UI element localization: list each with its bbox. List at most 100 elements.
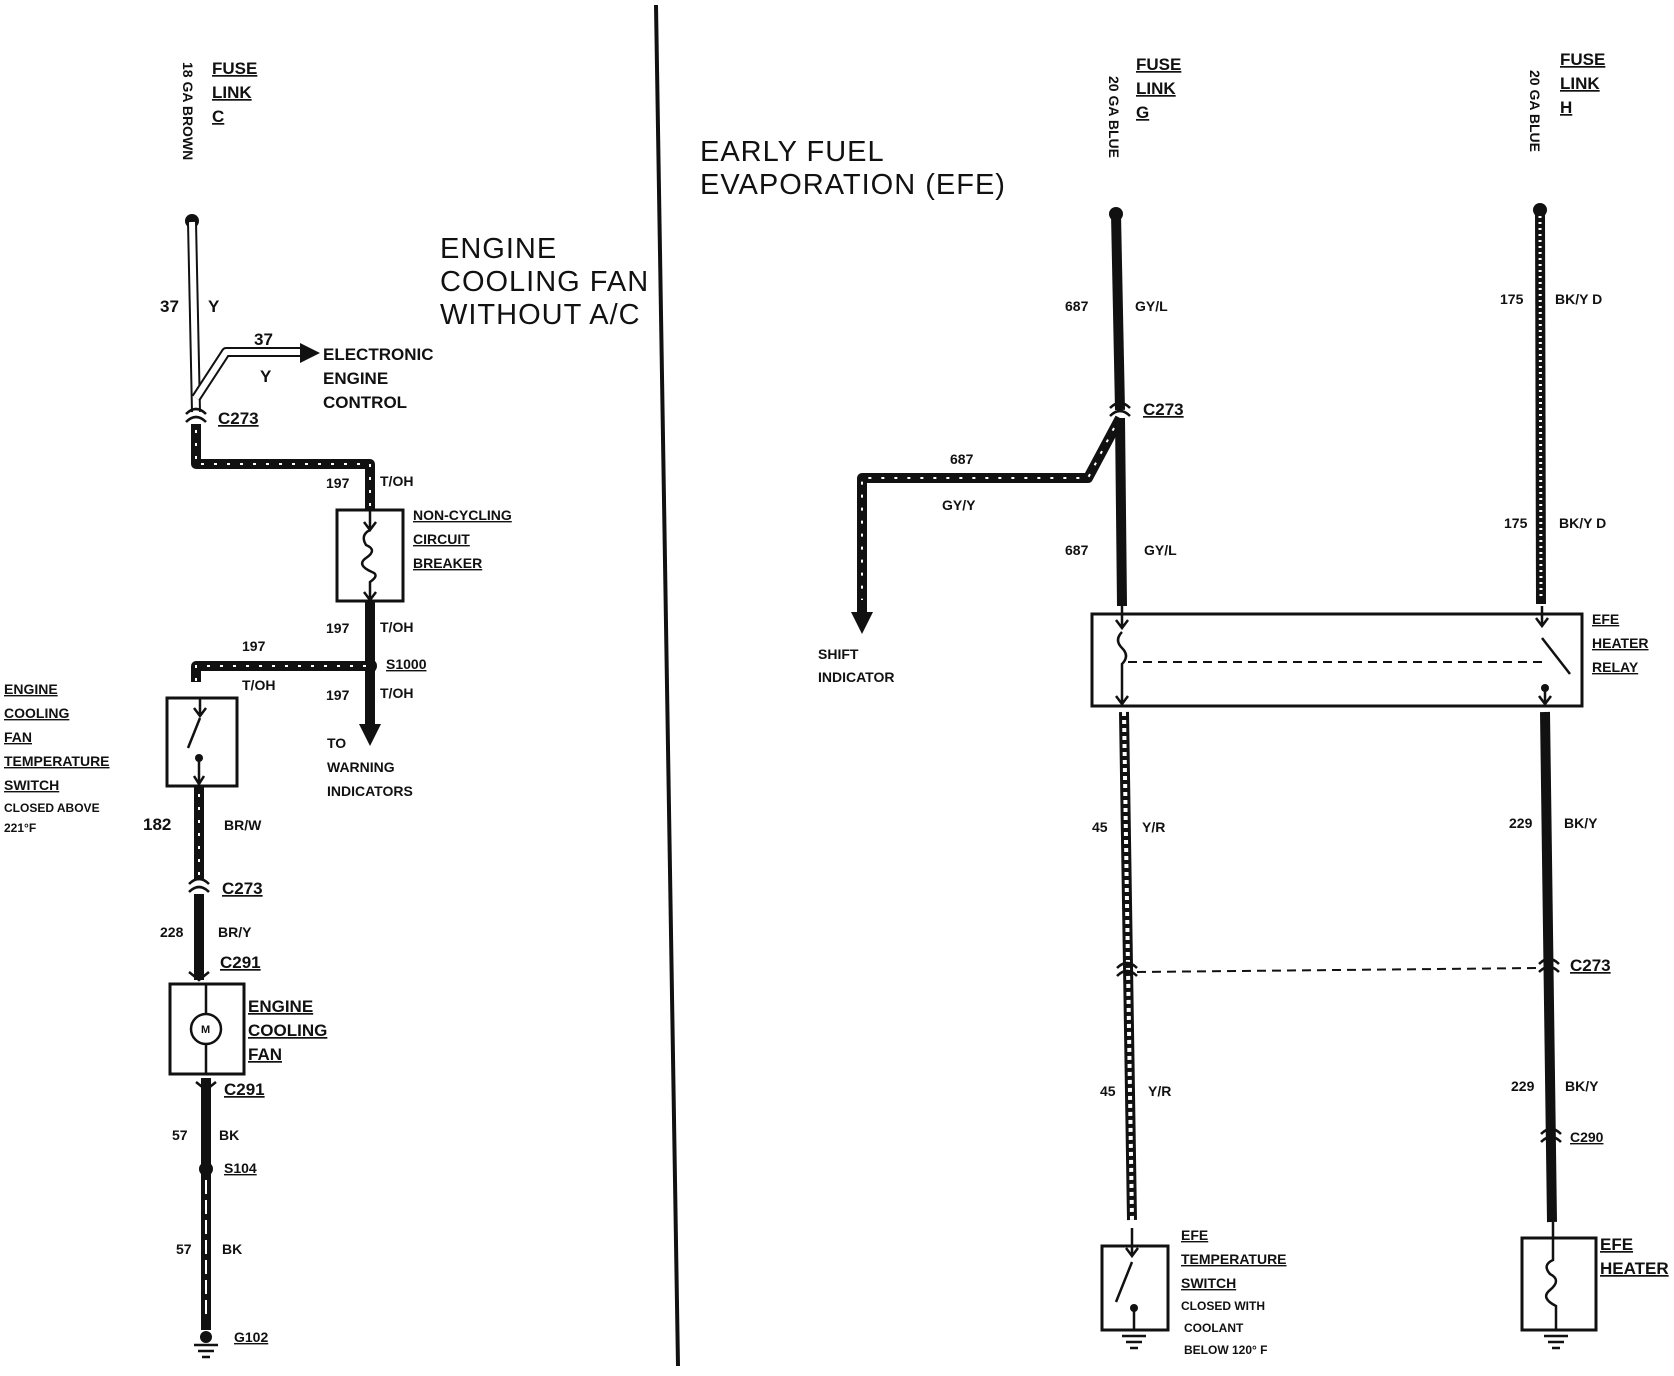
efe-heater-label-2: HEATER: [1600, 1259, 1669, 1278]
efe-c273-right-label: C273: [1570, 956, 1611, 975]
wire-229-bottom-color: BK/Y: [1565, 1078, 1599, 1094]
efe-switch-note-3: BELOW 120° F: [1184, 1343, 1267, 1357]
wire-229-bottom-number: 229: [1511, 1078, 1535, 1094]
wire-197-mid-number: 197: [326, 620, 350, 636]
wire-37-number: 37: [160, 297, 179, 316]
efe-heater-label-1: EFE: [1600, 1235, 1633, 1254]
warning-label-3: INDICATORS: [327, 783, 413, 799]
wire-228-color: BR/Y: [218, 924, 252, 940]
s104-label: S104: [224, 1160, 257, 1176]
wire-687-lower: [1115, 417, 1127, 607]
branch-37-color: Y: [260, 367, 272, 386]
wire-229-top-color: BK/Y: [1564, 815, 1598, 831]
relay-label-2: HEATER: [1592, 635, 1649, 651]
warning-label-2: WARNING: [327, 759, 395, 775]
efe-switch-label-3: SWITCH: [1181, 1275, 1236, 1291]
relay-label-1: EFE: [1592, 611, 1619, 627]
temp-switch-label-3: FAN: [4, 729, 32, 745]
temp-switch-note-2: 221°F: [4, 821, 36, 835]
wire-45-bottom-color: Y/R: [1148, 1083, 1171, 1099]
temp-switch-note-1: CLOSED ABOVE: [4, 801, 100, 815]
efe-switch-label-1: EFE: [1181, 1227, 1208, 1243]
arrow-to-shift: [851, 612, 873, 634]
efe-heater-box: [1520, 1236, 1598, 1332]
efe-heater-ground: [1544, 1334, 1568, 1350]
g102-label: G102: [234, 1329, 268, 1345]
fuse-g-gauge: 20 GA BLUE: [1106, 76, 1122, 158]
wire-197-top: [191, 424, 375, 518]
wire-197-top-number: 197: [326, 475, 350, 491]
efe-heater-relay-box: [1090, 612, 1584, 708]
wire-687-lower-color: GY/L: [1144, 542, 1177, 558]
branch-37-number: 37: [254, 330, 273, 349]
wire-175-bottom-number: 175: [1504, 515, 1528, 531]
wire-229-top-number: 229: [1509, 815, 1533, 831]
efe-switch-note-2: COOLANT: [1184, 1321, 1244, 1335]
fuse-g-label-3: G: [1136, 103, 1149, 122]
wire-57-bottom-number: 57: [176, 1241, 192, 1257]
breaker-label-3: BREAKER: [413, 555, 482, 571]
breaker-label-2: CIRCUIT: [413, 531, 470, 547]
fuse-h-label-2: LINK: [1560, 74, 1600, 93]
ground-g102: [194, 1343, 218, 1359]
relay-label-3: RELAY: [1592, 659, 1639, 675]
connector-efe-c273-top: [1109, 401, 1131, 417]
eec-label-3: CONTROL: [323, 393, 407, 412]
fuse-c-gauge: 18 GA BROWN: [180, 62, 196, 160]
wire-687-branch: [857, 415, 1125, 616]
efe-section: EARLY FUEL EVAPORATION (EFE) 20 GA BLUE …: [700, 50, 1669, 1357]
wire-197-left-color: T/OH: [242, 677, 275, 693]
temp-switch-symbol: [186, 698, 207, 787]
wire-687-top: [1111, 213, 1125, 411]
arrow-to-warning: [359, 724, 381, 746]
efe-title-2: EVAPORATION (EFE): [700, 169, 1006, 201]
arrow-to-eec: [300, 343, 320, 363]
temp-switch-box: [165, 696, 239, 788]
fuse-h-label-1: FUSE: [1560, 50, 1605, 69]
efe-switch-note-1: CLOSED WITH: [1181, 1299, 1265, 1313]
fuse-c-label-1: FUSE: [212, 59, 257, 78]
wire-197-left-number: 197: [242, 638, 266, 654]
fuse-h-gauge: 20 GA BLUE: [1527, 70, 1543, 152]
fuse-h-label-3: H: [1560, 98, 1572, 117]
breaker-label-1: NON-CYCLING: [413, 507, 512, 523]
wire-57-top-color: BK: [219, 1127, 239, 1143]
wire-197-left: [191, 661, 370, 682]
temp-switch-label-5: SWITCH: [4, 777, 59, 793]
wire-182-number: 182: [143, 815, 171, 834]
fan-label-2: COOLING: [248, 1021, 327, 1040]
branch-687-color: GY/Y: [942, 497, 976, 513]
efe-title-1: EARLY FUEL: [700, 136, 885, 168]
cooling-fan-title-1: ENGINE: [440, 233, 557, 265]
connector-efe-c273-right: [1538, 957, 1560, 973]
wire-197-top-color: T/OH: [380, 473, 413, 489]
wire-175-top-number: 175: [1500, 291, 1524, 307]
fan-label-3: FAN: [248, 1045, 282, 1064]
cooling-fan-title-2: COOLING FAN: [440, 266, 649, 298]
eec-label-1: ELECTRONIC: [323, 345, 434, 364]
branch-687-number: 687: [950, 451, 974, 467]
breaker-symbol: [360, 510, 377, 603]
c291-top-label: C291: [220, 953, 261, 972]
wire-687-top-color: GY/L: [1135, 298, 1168, 314]
relay-switch-symbol: [1535, 606, 1571, 707]
wire-197-down-color: T/OH: [380, 685, 413, 701]
efe-switch-ground: [1122, 1334, 1146, 1350]
wire-197-down-number: 197: [326, 687, 350, 703]
connector-efe-c273-left: [1116, 961, 1138, 977]
fuse-c-label-3: C: [212, 107, 224, 126]
shift-label-1: SHIFT: [818, 646, 859, 662]
efe-switch-label-2: TEMPERATURE: [1181, 1251, 1287, 1267]
s1000-label: S1000: [386, 656, 427, 672]
connector-c273-top: [185, 407, 207, 423]
cooling-fan-section: ENGINE COOLING FAN WITHOUT A/C 18 GA BRO…: [4, 59, 649, 1359]
wire-57-bottom-color: BK: [222, 1241, 242, 1257]
temp-switch-label-1: ENGINE: [4, 681, 58, 697]
efe-c273-top-label: C273: [1143, 400, 1184, 419]
fuse-g-label-1: FUSE: [1136, 55, 1181, 74]
wire-197-mid-color: T/OH: [380, 619, 413, 635]
fuse-g-label-2: LINK: [1136, 79, 1176, 98]
connector-c273-mid: [188, 877, 210, 893]
